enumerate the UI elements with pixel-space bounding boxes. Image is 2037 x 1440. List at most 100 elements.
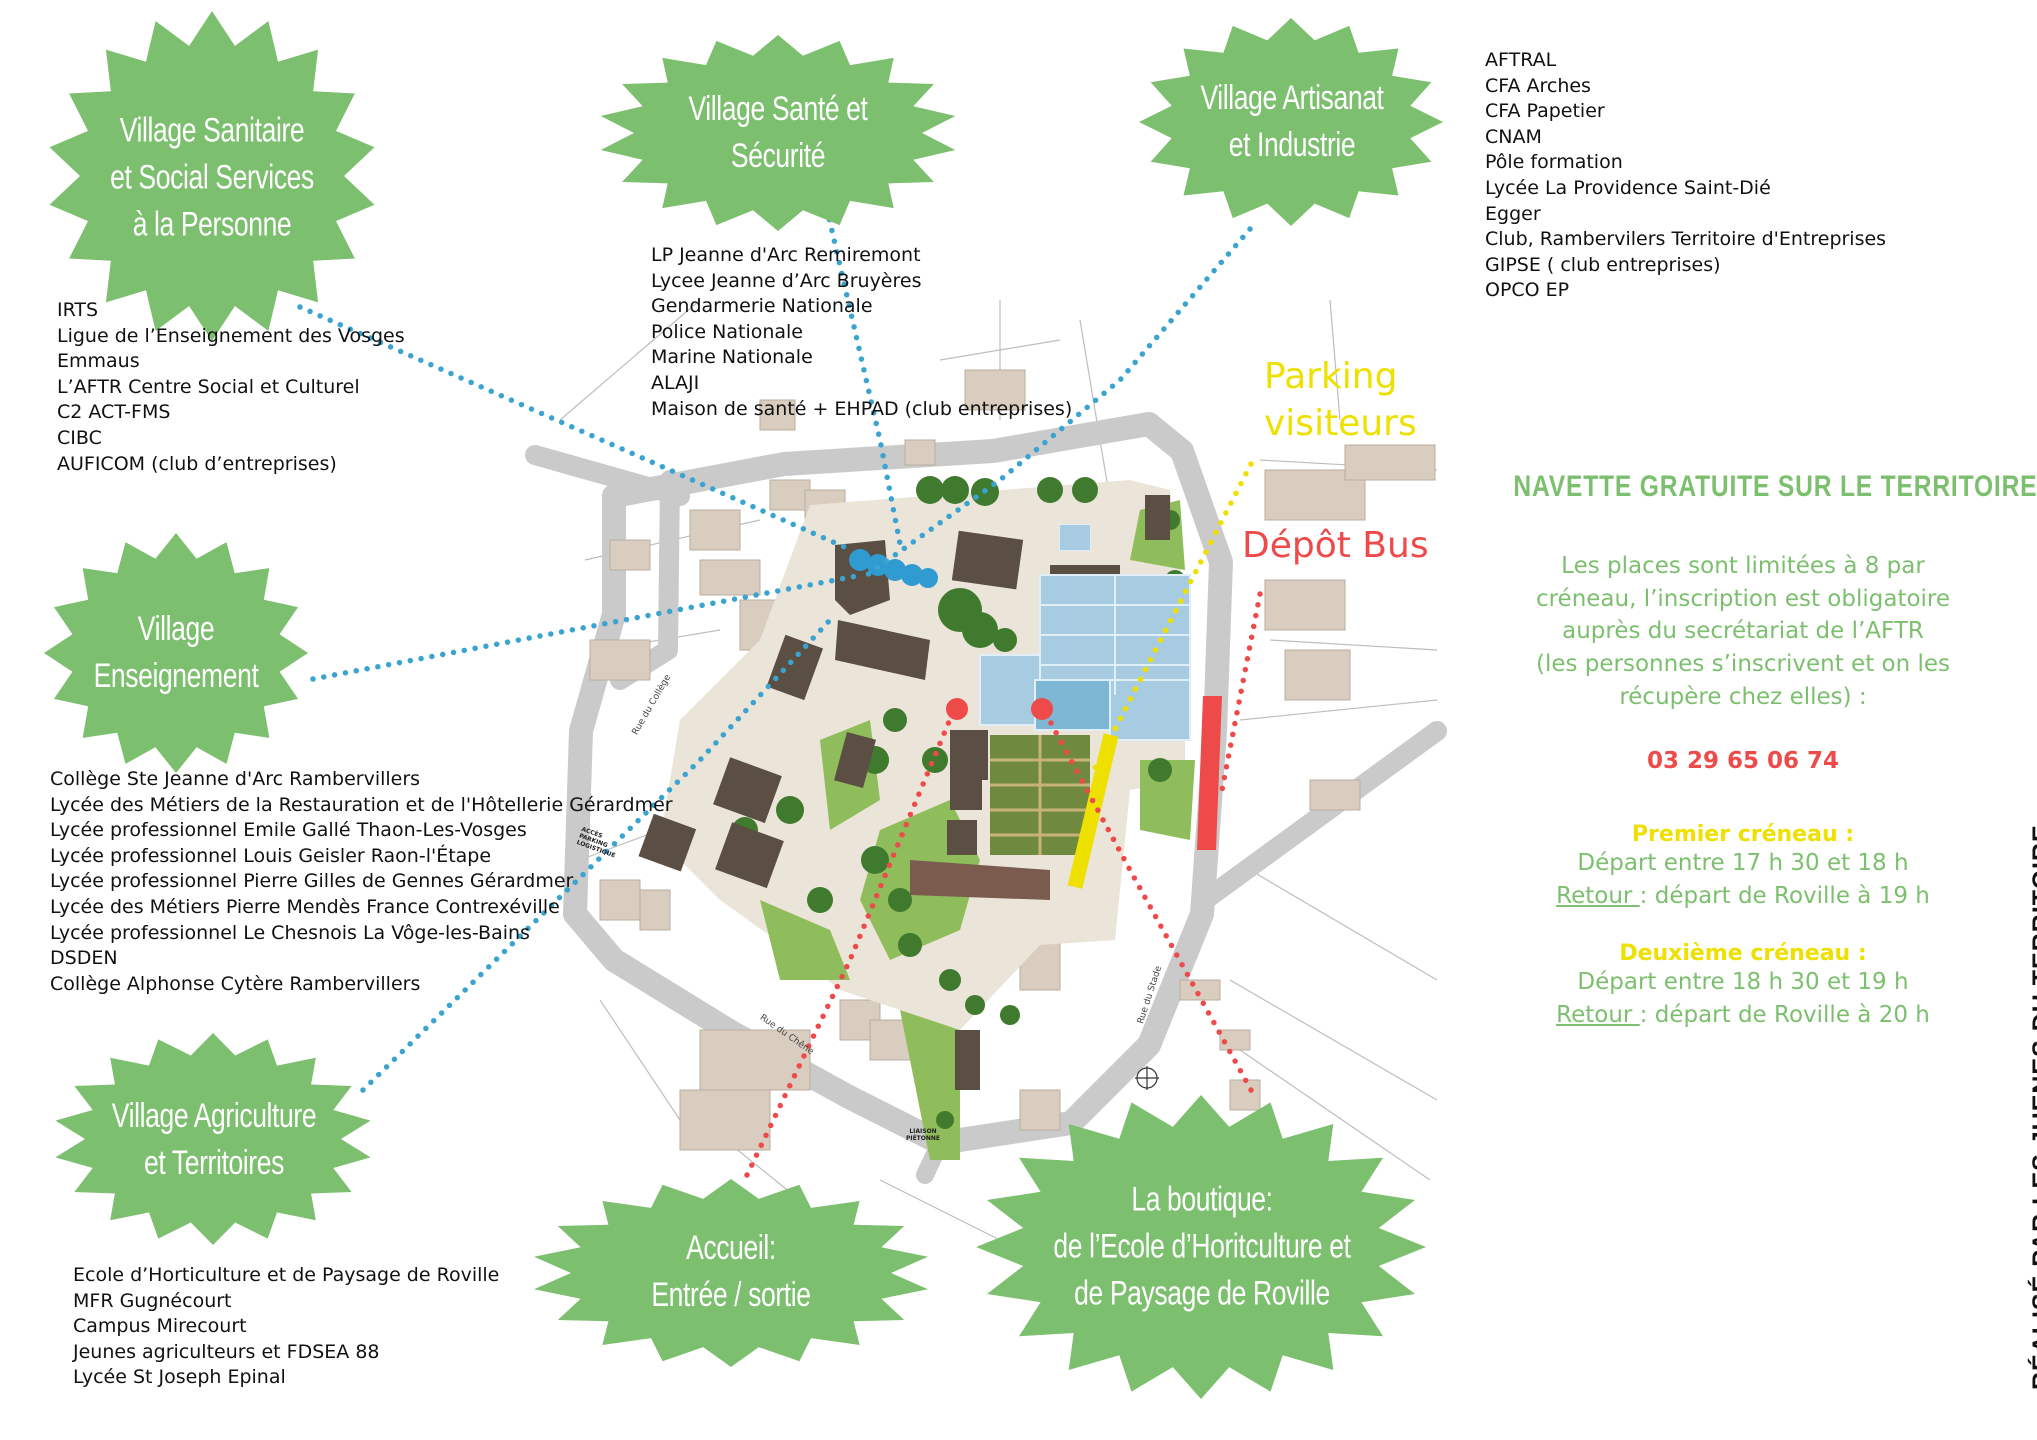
title-line: Village Agriculture: [111, 1097, 317, 1135]
member-item: Collège Ste Jeanne d'Arc Rambervillers: [50, 768, 421, 790]
connectors: [297, 206, 1263, 1178]
member-item: OPCO EP: [1485, 279, 1570, 302]
member-item: Lycée professionnel Pierre Gilles de Gen…: [50, 870, 574, 893]
school-buildings: [638, 495, 1170, 1090]
member-item: Campus Mirecourt: [73, 1315, 247, 1338]
burst-village-agriculture: [55, 1033, 371, 1245]
member-item: CIBC: [57, 426, 102, 449]
parking-label-line: visiteurs: [1264, 403, 1417, 444]
village-sante-title: Village Santé et Sécurité: [688, 86, 867, 180]
member-item: Ligue de l’Enseignement des Vosges: [57, 324, 405, 347]
route-parking: [1091, 461, 1254, 773]
parking-visiteurs-label: Parking visiteurs: [1264, 353, 1417, 447]
greenhouses: [979, 524, 1191, 741]
member-item: Lycée La Providence Saint-Dié: [1485, 176, 1771, 199]
slot1-retour: Retour : départ de Roville à 19 h: [1463, 880, 2023, 913]
route-boutique: [1042, 709, 1254, 1093]
village-sanitaire-title: Village Sanitaire et Social Services à l…: [110, 108, 314, 249]
slot2-retour: Retour : départ de Roville à 20 h: [1463, 999, 2023, 1032]
connector-sanitaire: [297, 304, 852, 552]
description-line: auprès du secrétariat de l’AFTR: [1562, 618, 1924, 645]
shuttle-title: NAVETTE GRATUITE SUR LE TERRITOIRE: [1513, 470, 2037, 503]
member-item: Jeunes agriculteurs et FDSEA 88: [73, 1340, 380, 1363]
description-line: récupère chez elles) :: [1619, 683, 1867, 710]
member-item: Club, Rambervilers Territoire d'Entrepri…: [1485, 228, 1887, 251]
agriculture-members: Ecole d’Horticulture et de Paysage de Ro…: [73, 1263, 499, 1391]
basin: [1060, 525, 1090, 550]
liaison-pietonne-label: LIAISON PIÉTONNE: [905, 1128, 941, 1142]
member-item: Gendarmerie Nationale: [651, 295, 873, 318]
member-item: Ecole d’Horticulture et de Paysage de Ro…: [73, 1264, 500, 1286]
slot2-title: Deuxième créneau :: [1619, 940, 1867, 966]
burst-village-artisanat: [1139, 18, 1443, 226]
title-line: Village Santé et: [688, 90, 868, 128]
member-item: IRTS: [57, 299, 99, 321]
member-item: Lycee Jeanne d’Arc Bruyères: [651, 269, 922, 292]
member-item: Lycée professionnel Le Chesnois La Vôge-…: [50, 921, 530, 944]
member-item: Lycée professionnel Louis Geisler Raon-l…: [50, 844, 492, 867]
member-item: Lycée professionnel Emile Gallé Thaon-Le…: [50, 819, 527, 842]
village-artisanat-title: Village Artisanat et Industrie: [1200, 75, 1383, 169]
title-line: Accueil:: [686, 1229, 776, 1267]
retour-label: Retour: [1556, 1001, 1640, 1028]
burst-accueil: [534, 1179, 928, 1367]
village-agriculture-title: Village Agriculture et Territoires: [111, 1093, 317, 1187]
shuttle-info: NAVETTE GRATUITE SUR LE TERRITOIRE Les p…: [1463, 470, 2037, 1032]
member-item: Collège Alphonse Cytère Rambervillers: [50, 972, 421, 995]
retour-text: : départ de Roville à 19 h: [1639, 882, 1930, 909]
member-item: Police Nationale: [651, 320, 803, 343]
connector-artisanat: [857, 226, 1253, 583]
route-bus: [1219, 591, 1263, 793]
member-item: GIPSE ( club entreprises): [1485, 253, 1721, 276]
title-line: Village Sanitaire: [119, 111, 305, 150]
shuttle-description: Les places sont limitées à 8 par créneau…: [1463, 550, 2023, 714]
blue-domes: [849, 549, 938, 588]
member-item: Lycée des Métiers Pierre Mendès France C…: [50, 895, 560, 918]
title-line: à la Personne: [132, 205, 292, 244]
title-line: La boutique:: [1131, 1180, 1273, 1219]
trees: [732, 476, 1185, 1129]
campus: [638, 476, 1195, 1160]
buildings: [589, 369, 1436, 1151]
description-line: Les places sont limitées à 8 par: [1561, 553, 1925, 579]
route-accueil: [744, 709, 956, 1178]
yellow-parking-zone: [1067, 733, 1119, 889]
member-item: Lycée St Joseph Epinal: [73, 1366, 286, 1389]
member-item: CNAM: [1485, 125, 1542, 148]
title-line: Village: [137, 610, 215, 648]
title-line: de Paysage de Roville: [1074, 1274, 1330, 1313]
member-item: Lycée des Métiers de la Restauration et …: [50, 793, 673, 816]
title-line: et Industrie: [1228, 126, 1356, 164]
description-line: (les personnes s’inscrivent et on les: [1535, 651, 1951, 678]
title-line: Sécurité: [730, 137, 826, 175]
red-bus-zone: [1197, 696, 1222, 850]
member-item: Marine Nationale: [651, 346, 813, 369]
burst-boutique: [976, 1095, 1426, 1399]
map-markers: [946, 696, 1222, 1090]
member-item: AFTRAL: [1485, 49, 1557, 71]
burst-village-sanitaire: [49, 11, 375, 341]
boutique-title: La boutique: de l’Ecole d’Horitculture e…: [1053, 1177, 1351, 1318]
title-line: de l’Ecole d’Horitculture et: [1053, 1227, 1351, 1266]
title-line: Village Artisanat: [1200, 79, 1384, 117]
shuttle-phone[interactable]: 03 29 65 06 74: [1646, 747, 1840, 774]
member-item: AUFICOM (club d’entreprises): [57, 452, 337, 475]
east-road: [1195, 721, 1447, 910]
member-item: Maison de santé + EHPAD (club entreprise…: [651, 397, 1073, 420]
slot1-depart: Départ entre 17 h 30 et 18 h: [1577, 849, 1909, 876]
connector-agriculture: [360, 617, 833, 1093]
title-line: et Social Services: [110, 158, 314, 197]
title-line: Entrée / sortie: [651, 1276, 811, 1314]
member-item: Pôle formation: [1485, 151, 1623, 174]
member-item: MFR Gugnécourt: [73, 1289, 232, 1312]
retour-text: : départ de Roville à 20 h: [1639, 1001, 1930, 1028]
slot1-title: Premier créneau :: [1631, 821, 1855, 847]
accueil-title: Accueil: Entrée / sortie: [651, 1225, 811, 1319]
